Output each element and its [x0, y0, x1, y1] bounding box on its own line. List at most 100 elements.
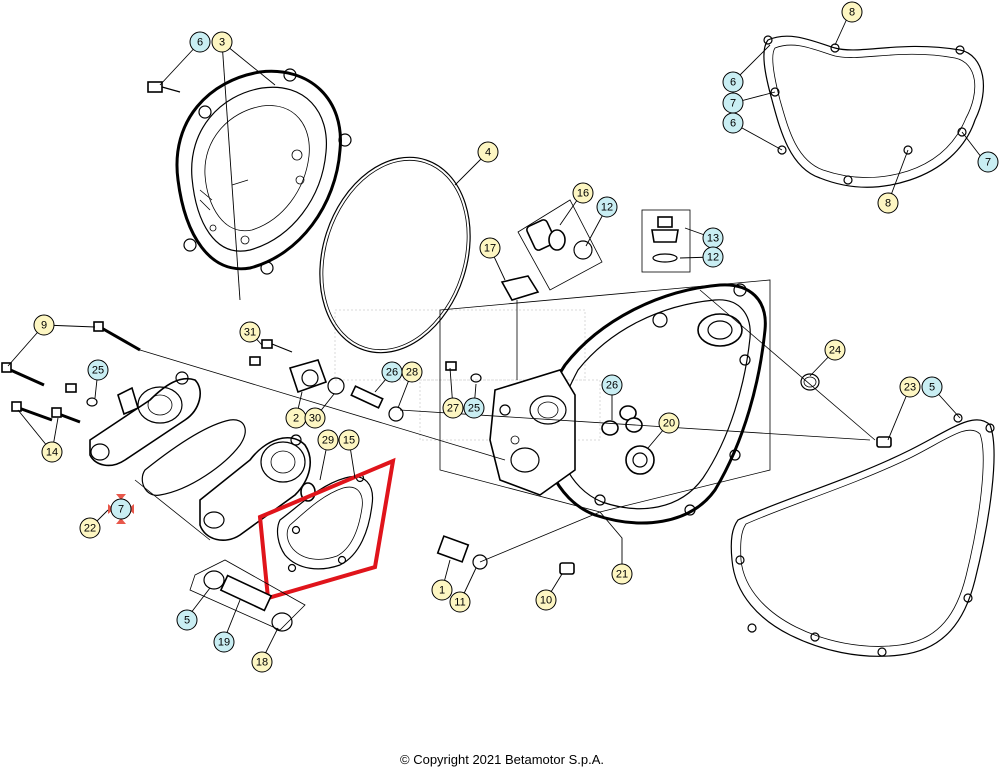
- callout-label: 16: [577, 188, 589, 200]
- callout-label: 5: [184, 615, 190, 627]
- red-highlight-outline: [257, 457, 396, 601]
- callout-28: 28: [401, 361, 423, 383]
- callout-label: 8: [849, 7, 855, 19]
- callout-label: 20: [663, 418, 675, 430]
- callout-label: 28: [406, 367, 418, 379]
- callout-circle: [211, 31, 233, 53]
- ring-24: [800, 373, 820, 391]
- callout-7: 7: [977, 151, 999, 173]
- callout-label: 25: [92, 365, 104, 377]
- callout-9: 9: [33, 314, 55, 336]
- leader-lines: [7, 11, 986, 661]
- callout-10: 10: [535, 589, 557, 611]
- callout-label: 30: [309, 413, 321, 425]
- dowel-pin-5-lower: [559, 562, 575, 575]
- callout-5: 5: [921, 376, 943, 398]
- callout-label: 7: [730, 98, 736, 110]
- callout-label: 11: [454, 597, 465, 609]
- callout-circle: [251, 651, 273, 673]
- callout-circle: [338, 429, 360, 451]
- bushings-23: [601, 405, 643, 436]
- callout-label: 12: [601, 202, 613, 214]
- callout-30: 30: [304, 407, 326, 429]
- callout-circle: [304, 407, 326, 429]
- callout-11: 11: [449, 591, 471, 613]
- callout-label: 10: [540, 595, 552, 607]
- callout-circle: [213, 631, 235, 653]
- callout-label: 7: [985, 157, 991, 169]
- callout-circle: [702, 246, 724, 268]
- long-bolts-9: [1, 321, 141, 424]
- callout-circle: [41, 441, 63, 463]
- callout-circle: [824, 339, 846, 361]
- callout-label: 6: [730, 77, 736, 89]
- callout-2: 2: [285, 407, 307, 429]
- callout-label: 23: [904, 382, 916, 394]
- callout-20: 20: [658, 412, 680, 434]
- copyright-text: © Copyright 2021 Betamotor S.p.A.: [400, 752, 604, 767]
- callout-13: 13: [702, 227, 724, 249]
- callout-31: 31: [239, 321, 261, 343]
- callout-circle: [977, 151, 999, 173]
- impeller-housing: [199, 434, 316, 541]
- callout-16: 16: [572, 182, 594, 204]
- callout-4: 4: [477, 141, 499, 163]
- callout-26: 26: [381, 361, 403, 383]
- callout-circle: [33, 314, 55, 336]
- callout-7: 7: [110, 498, 132, 520]
- clutch-cover: [175, 68, 352, 275]
- callout-circle: [239, 321, 261, 343]
- callout-6: 6: [722, 112, 744, 134]
- parts-13-12-group: [641, 209, 691, 273]
- callout-23: 23: [899, 376, 921, 398]
- callout-17: 17: [479, 237, 501, 259]
- callout-circle: [596, 196, 618, 218]
- callout-circle: [463, 397, 485, 419]
- callout-circle: [477, 141, 499, 163]
- callout-circle: [611, 563, 633, 585]
- crankcase-gasket: [730, 413, 995, 657]
- callout-label: 26: [606, 380, 618, 392]
- parts-11-10: [436, 535, 488, 570]
- callout-circle: [572, 182, 594, 204]
- callout-circle: [921, 376, 943, 398]
- callout-label: 2: [293, 413, 299, 425]
- callout-circle: [535, 589, 557, 611]
- crankcase-cover: [439, 279, 771, 525]
- callout-label: 18: [256, 657, 268, 669]
- callout-14: 14: [41, 441, 63, 463]
- callout-6: 6: [189, 31, 211, 53]
- callout-label: 21: [616, 569, 628, 581]
- callout-label: 24: [829, 345, 841, 357]
- callout-circle: [722, 71, 744, 93]
- callout-circle: [317, 429, 339, 451]
- callout-label: 9: [41, 320, 47, 332]
- callout-7: 7: [722, 92, 744, 114]
- callout-25: 25: [463, 397, 485, 419]
- callout-circle: [79, 517, 101, 539]
- callout-circle: [722, 112, 744, 134]
- pump-housing-30-29: [249, 339, 345, 395]
- callout-18: 18: [251, 651, 273, 673]
- screw-25-26-center: [445, 361, 482, 383]
- callout-label: 1: [439, 585, 445, 597]
- bearing-14: [625, 445, 655, 475]
- callout-label: 17: [484, 243, 496, 255]
- callout-12: 12: [596, 196, 618, 218]
- callout-circle: [401, 361, 423, 383]
- callout-circle: [87, 359, 109, 381]
- callout-6: 6: [722, 71, 744, 93]
- callout-label: 6: [730, 118, 736, 130]
- callout-8: 8: [877, 192, 899, 214]
- callout-circle: [176, 609, 198, 631]
- callout-circle: [899, 376, 921, 398]
- dowel-pin-5-right: [876, 436, 892, 448]
- callout-label: 27: [447, 403, 459, 415]
- callout-24: 24: [824, 339, 846, 361]
- callout-circle: [189, 31, 211, 53]
- callout-21: 21: [611, 563, 633, 585]
- callout-label: 26: [386, 367, 398, 379]
- top-right-gasket: [763, 35, 984, 188]
- callout-label: 5: [929, 382, 935, 394]
